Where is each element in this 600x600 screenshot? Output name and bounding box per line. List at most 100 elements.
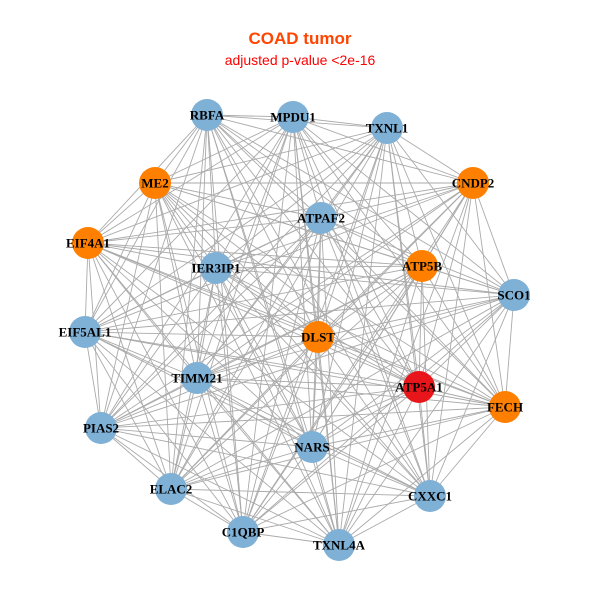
edge (196, 294, 515, 379)
node-circle (200, 252, 232, 284)
node-nars: NARS (294, 431, 330, 463)
edge (292, 116, 420, 388)
edge (206, 114, 340, 546)
edge (418, 294, 515, 388)
node-circle (296, 431, 328, 463)
node-circle (155, 473, 187, 505)
edge (242, 386, 420, 533)
edge (154, 116, 294, 184)
edge (170, 114, 208, 490)
node-circle (305, 202, 337, 234)
node-label: ME2 (141, 176, 168, 191)
node-circle (457, 167, 489, 199)
node-label: NARS (294, 440, 329, 455)
node-fech: FECH (487, 391, 523, 423)
edge (215, 267, 515, 296)
node-atp5a1: ATP5A1 (395, 371, 443, 403)
edge (472, 182, 506, 408)
figure-subtitle: adjusted p-value <2e-16 (224, 52, 376, 68)
edge (87, 242, 423, 267)
edge (154, 182, 420, 388)
edge (386, 127, 423, 267)
node-circle (139, 167, 171, 199)
edge (87, 242, 340, 546)
edge (206, 114, 423, 267)
node-rbfa: RBFA (190, 99, 225, 131)
edge (170, 265, 423, 490)
figure-title: COAD tumor (248, 29, 352, 48)
edge (215, 267, 313, 448)
edge (215, 127, 388, 269)
edge (154, 182, 217, 269)
edge (170, 446, 313, 490)
node-atpaf2: ATPAF2 (297, 202, 345, 234)
edge (100, 377, 198, 429)
edge (100, 294, 515, 429)
edge (170, 488, 340, 546)
edge (242, 182, 474, 533)
edge (242, 495, 431, 533)
node-me2: ME2 (139, 167, 171, 199)
edge (215, 267, 340, 546)
node-label: TXNL4A (313, 538, 366, 553)
edge (215, 116, 294, 269)
node-circle (85, 412, 117, 444)
edge (206, 114, 313, 448)
edge (100, 427, 313, 448)
node-circle (227, 516, 259, 548)
edge (338, 495, 431, 546)
edge (84, 331, 244, 533)
edge (311, 446, 431, 497)
edge (386, 127, 474, 184)
edge (338, 265, 423, 546)
edge (170, 488, 431, 497)
edge (100, 217, 322, 429)
edge (196, 377, 506, 408)
edge (242, 531, 340, 546)
edge (317, 336, 506, 408)
edge (196, 267, 217, 379)
edge (317, 294, 515, 338)
edge (84, 331, 340, 546)
edge (472, 182, 515, 296)
edge (196, 377, 340, 546)
edge (338, 386, 420, 546)
edge (311, 406, 506, 448)
node-eif5al1: EIF5AL1 (59, 316, 111, 348)
edge (206, 114, 217, 269)
edge (170, 386, 420, 490)
node-circle (414, 480, 446, 512)
edge (154, 182, 506, 408)
node-label: EIF4A1 (66, 236, 110, 251)
node-label: RBFA (190, 108, 225, 123)
node-mpdu1: MPDU1 (270, 101, 316, 133)
node-circle (323, 529, 355, 561)
edge (87, 242, 244, 533)
node-label: FECH (487, 400, 523, 415)
edge (100, 267, 217, 429)
node-label: CXXC1 (408, 489, 452, 504)
edge (386, 127, 515, 296)
edge (154, 127, 388, 184)
edge (154, 182, 313, 448)
edge (87, 116, 294, 244)
edge (320, 217, 431, 497)
edge (418, 386, 431, 497)
node-circle (69, 316, 101, 348)
node-pias2: PIAS2 (83, 412, 119, 444)
node-label: ATPAF2 (297, 211, 345, 226)
edge (100, 182, 156, 429)
edge (196, 336, 319, 379)
edge (215, 267, 244, 533)
node-c1qbp: C1QBP (222, 516, 264, 548)
edge (320, 217, 420, 388)
node-circle (371, 112, 403, 144)
node-label: SCO1 (497, 288, 530, 303)
edge (170, 127, 388, 490)
edge (320, 217, 506, 408)
edge (320, 217, 423, 267)
node-sco1: SCO1 (497, 279, 531, 311)
edge (87, 127, 388, 244)
edge (154, 182, 198, 379)
